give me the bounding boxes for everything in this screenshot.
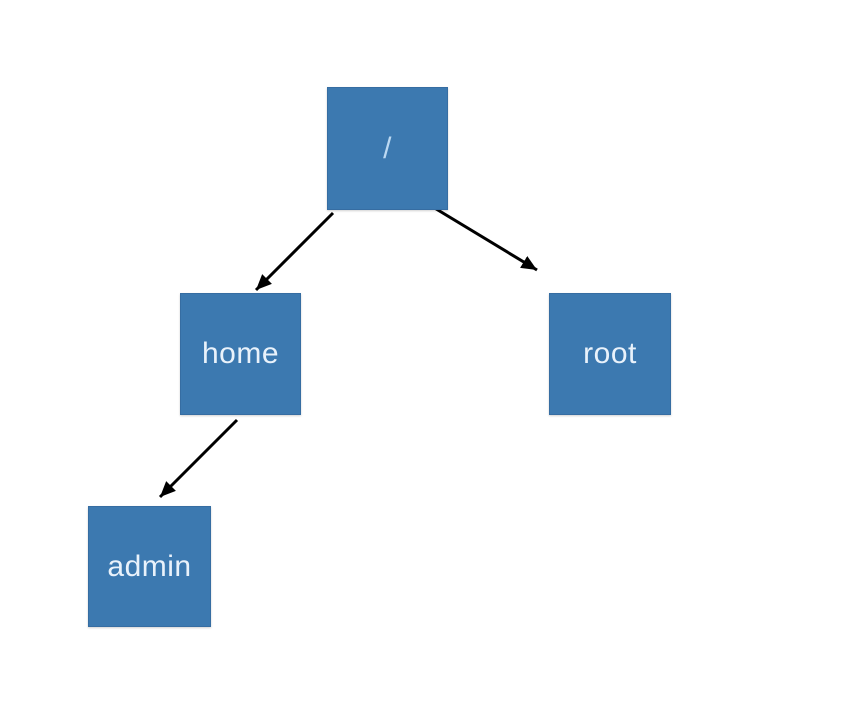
tree-node-root: root [549,293,671,415]
tree-node-label-admin: admin [107,549,192,583]
tree-edge-slash-to-root [422,199,538,272]
tree-node-admin: admin [88,506,211,627]
tree-node-label-slash: / [383,131,392,165]
tree-node-home: home [180,293,301,415]
tree-edge-slash-to-home [254,211,335,292]
tree-node-label-root: root [583,337,637,370]
tree-edge-home-to-admin [158,418,239,499]
tree-node-slash: / [327,87,448,210]
tree-node-label-home: home [201,337,280,370]
